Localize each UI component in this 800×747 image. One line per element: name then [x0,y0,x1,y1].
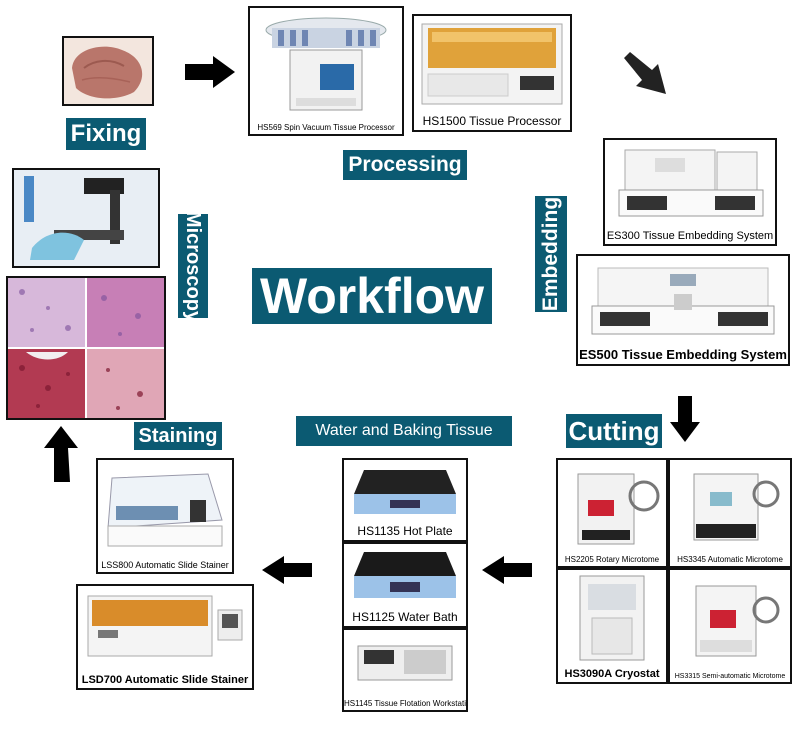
workflow-title: Workflow [252,268,492,324]
fixing-image [62,36,154,106]
device-es500: ES500 Tissue Embedding System [576,254,790,366]
stage-label-fixing: Fixing [66,118,146,150]
device-caption-hs3315: HS3315 Semi-automatic Microtome [674,673,786,680]
stage-label-microscopy: Microscopy [178,210,208,322]
embedding-system-icon [618,149,764,217]
automatic-microtome-icon [693,473,780,541]
device-hs3090a: HS3090A Cryostat [556,568,668,684]
device-caption-lsd700: LSD700 Automatic Slide Stainer [81,674,249,686]
stage-label-embedding: Embedding [535,196,567,312]
flotation-workstation-icon [357,645,453,681]
tissue-sample-icon [64,38,152,104]
device-caption-hs1125: HS1125 Water Bath [352,610,458,624]
device-caption-es300: ES300 Tissue Embedding System [606,230,774,242]
device-caption-hs3090a: HS3090A Cryostat [564,668,660,680]
device-caption-hs1500: HS1500 Tissue Processor [422,114,562,128]
tissue-processor-icon [421,23,563,105]
device-hs3315: HS3315 Semi-automatic Microtome [668,568,792,684]
microscope-image [12,168,160,268]
stage-label-cutting: Cutting [566,414,662,448]
semi-automatic-microtome-icon [695,585,780,657]
device-hs3345: HS3345 Automatic Microtome [668,458,792,568]
device-hs2205: HS2205 Rotary Microtome [556,458,668,568]
arrow-down-right-icon [624,52,666,94]
slide-stainer-icon [87,595,243,657]
microscope-icon [14,170,158,266]
device-caption-hs1135: HS1135 Hot Plate [357,524,453,538]
arrow-up-icon [44,426,78,482]
arrow-down-icon [670,396,700,442]
device-lss800: LSS800 Automatic Slide Stainer [96,458,234,574]
device-lsd700: LSD700 Automatic Slide Stainer [76,584,254,690]
device-hs1135: HS1135 Hot Plate [342,458,468,542]
device-caption-hs1145: HS1145 Tissue Flotation Workstation [344,699,468,708]
micrograph-grid [6,276,166,420]
stage-label-embedding-text: Embedding [539,196,562,312]
embedding-system-icon [591,267,775,335]
stage-label-processing: Processing [343,150,467,180]
device-hs1125: HS1125 Water Bath [342,542,468,628]
stage-label-water-baking: Water and Baking Tissue [296,416,512,446]
water-bath-icon [354,552,456,598]
rotary-microtome-icon [577,473,660,545]
hot-plate-icon [354,470,456,514]
arrow-left-icon [482,556,532,584]
device-caption-lss800: LSS800 Automatic Slide Stainer [101,560,229,570]
arrow-right-icon [185,56,235,88]
device-es300: ES300 Tissue Embedding System [603,138,777,246]
stage-label-staining: Staining [134,422,222,450]
arrow-left-icon [262,556,312,584]
device-caption-hs2205: HS2205 Rotary Microtome [564,555,660,564]
tissue-processor-icon [265,17,387,111]
device-hs1500: HS1500 Tissue Processor [412,14,572,132]
cryostat-icon [579,575,645,661]
stage-label-microscopy-text: Microscopy [182,210,205,322]
device-hs1145: HS1145 Tissue Flotation Workstation [342,628,468,712]
device-caption-es500: ES500 Tissue Embedding System [579,347,787,362]
device-caption-hs3345: HS3345 Automatic Microtome [677,555,783,564]
device-hs569: HS569 Spin Vacuum Tissue Processor [248,6,404,136]
stained-tissue-micrograph-icon [8,278,164,418]
slide-stainer-icon [107,473,223,547]
device-caption-hs569: HS569 Spin Vacuum Tissue Processor [257,123,395,132]
